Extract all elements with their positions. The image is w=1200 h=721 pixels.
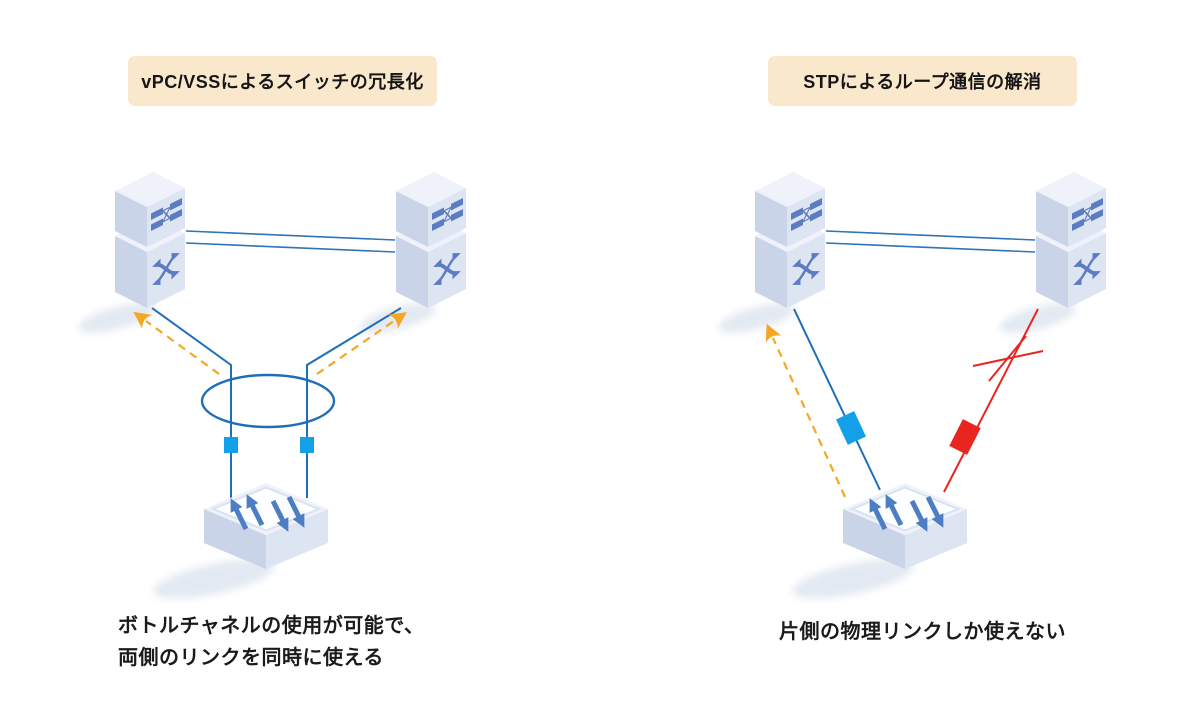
active-uplink xyxy=(793,308,881,491)
blocked-port-marker xyxy=(949,419,981,455)
peer-link-lines xyxy=(825,230,1036,253)
caption-line: 片側の物理リンクしか使えない xyxy=(779,621,1066,643)
blocked-uplink xyxy=(943,308,1039,493)
access-switch xyxy=(204,483,328,569)
distribution-switch-right xyxy=(1036,172,1106,308)
blocked-x-icon xyxy=(972,335,1044,382)
active-port-marker xyxy=(836,411,866,445)
distribution-switch-right xyxy=(396,172,466,308)
uplink-left xyxy=(151,307,232,498)
uplink-flow-arrow-left xyxy=(133,311,220,375)
caption-line: 両側のリンクを同時に使える xyxy=(118,647,384,669)
access-switch xyxy=(843,483,967,569)
uplink-flow-arrow xyxy=(765,323,847,498)
shadows xyxy=(718,303,1077,599)
panel-title-stp: STPによるループ通信の解消 xyxy=(768,56,1077,106)
active-port-marker xyxy=(224,437,238,453)
vpc-panel xyxy=(78,172,466,599)
port-channel-ellipse-icon xyxy=(200,373,336,429)
caption-line: ボトルチャネルの使用が可能で、 xyxy=(118,615,425,637)
uplink-flow-arrow-right xyxy=(316,312,407,375)
uplink-right xyxy=(306,307,402,498)
panel-caption-stp: 片側の物理リンクしか使えない xyxy=(779,616,1066,648)
active-port-marker xyxy=(300,437,314,453)
peer-link-lines xyxy=(185,230,396,253)
distribution-switch-left xyxy=(755,172,825,308)
panel-title-vpc: vPC/VSSによるスイッチの冗長化 xyxy=(128,56,437,106)
stp-panel xyxy=(718,172,1106,599)
panel-caption-vpc: ボトルチャネルの使用が可能で、 両側のリンクを同時に使える xyxy=(118,610,425,674)
distribution-switch-left xyxy=(115,172,185,308)
